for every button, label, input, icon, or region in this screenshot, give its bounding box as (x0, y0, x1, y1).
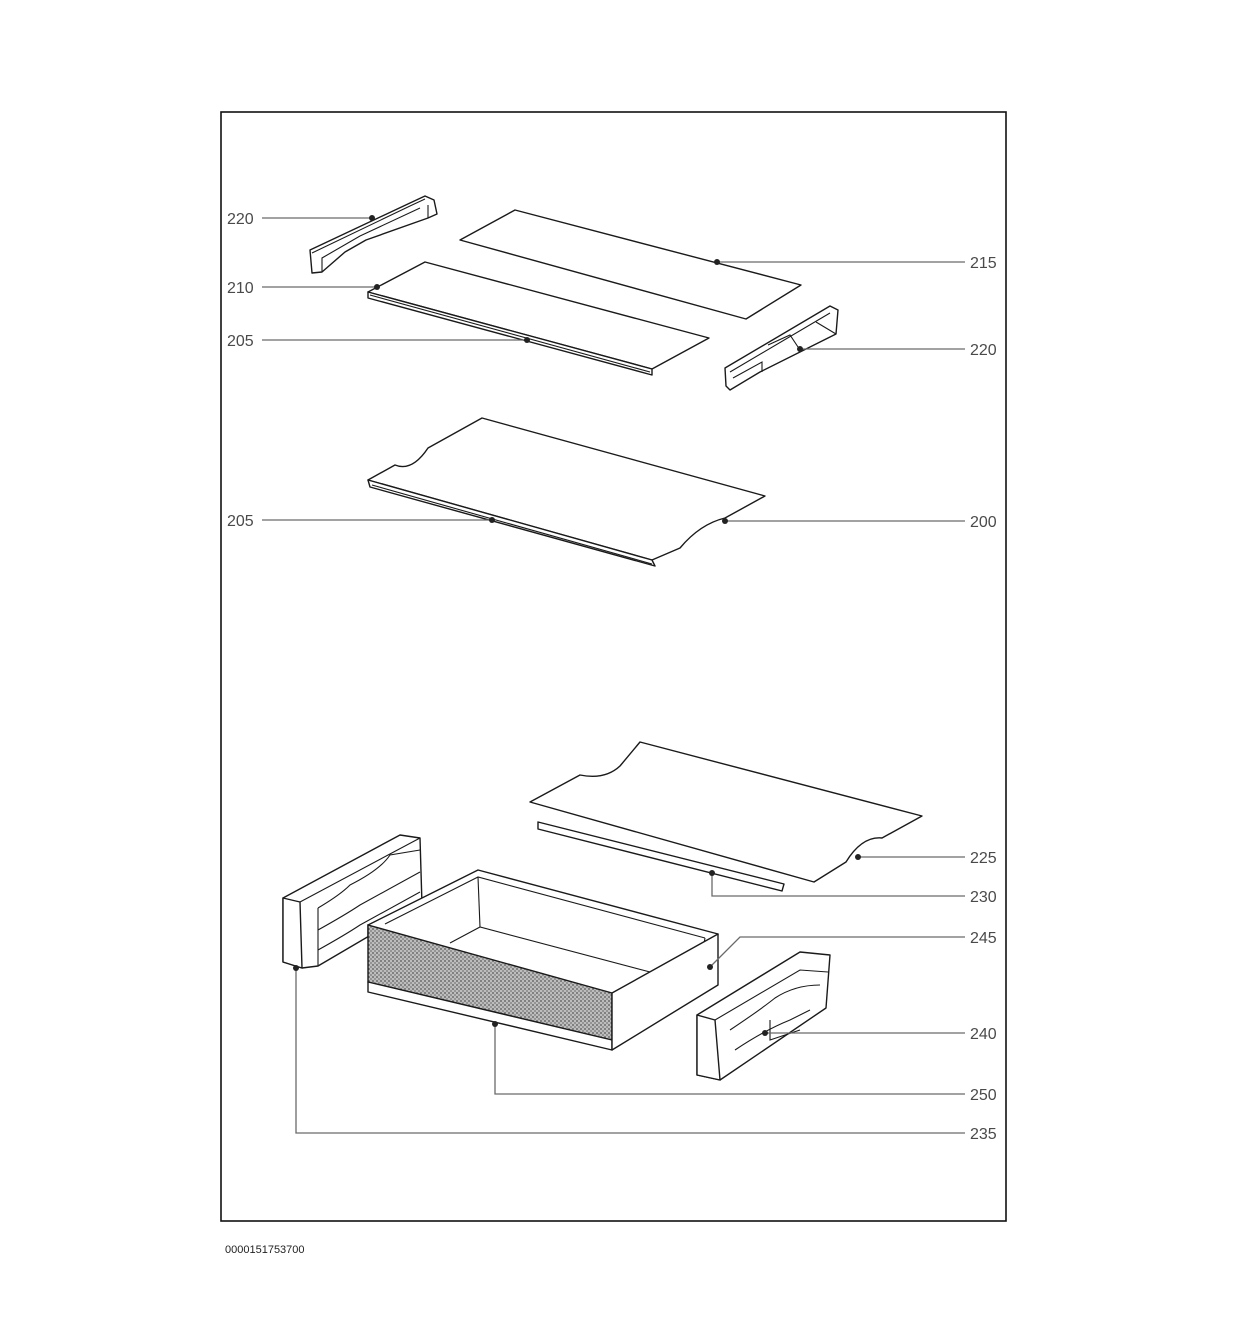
part-200-glass-shelf (367, 417, 766, 567)
callout-label: 210 (227, 280, 254, 297)
callout-label: 205 (227, 513, 254, 530)
part-240-right-rail (696, 951, 831, 1081)
part-230-trim-strip (537, 821, 785, 892)
callout-dots (293, 215, 861, 1036)
callout-label: 205 (227, 333, 254, 350)
callout-label: 230 (970, 889, 997, 906)
callout-labels: 220 210 205 215 220 205 200 225 230 245 … (227, 211, 997, 1143)
callout-label: 225 (970, 850, 997, 867)
callout-label: 245 (970, 930, 997, 947)
diagram-frame (220, 111, 1007, 1222)
callout-label: 250 (970, 1087, 997, 1104)
leader-c9 (711, 873, 965, 897)
callout-label: 240 (970, 1026, 997, 1043)
leader-c12 (494, 1024, 965, 1095)
part-220-right-bracket (724, 305, 839, 391)
part-215-glass-shelf (459, 209, 802, 320)
part-210-glass-shelf (367, 261, 710, 376)
leader-c13 (295, 968, 965, 1134)
callout-label: 220 (970, 342, 997, 359)
callout-leaders (262, 217, 965, 1134)
part-220-left-bracket (309, 195, 438, 274)
callout-label: 215 (970, 255, 997, 272)
callout-label: 235 (970, 1126, 997, 1143)
leader-c10 (709, 936, 965, 968)
part-225-glass-shelf (529, 741, 923, 883)
callout-label: 200 (970, 514, 997, 531)
document-number: 0000151753700 (225, 1244, 305, 1256)
part-250-drawer (367, 869, 719, 1051)
part-235-left-rail (282, 834, 423, 969)
callout-label: 220 (227, 211, 254, 228)
